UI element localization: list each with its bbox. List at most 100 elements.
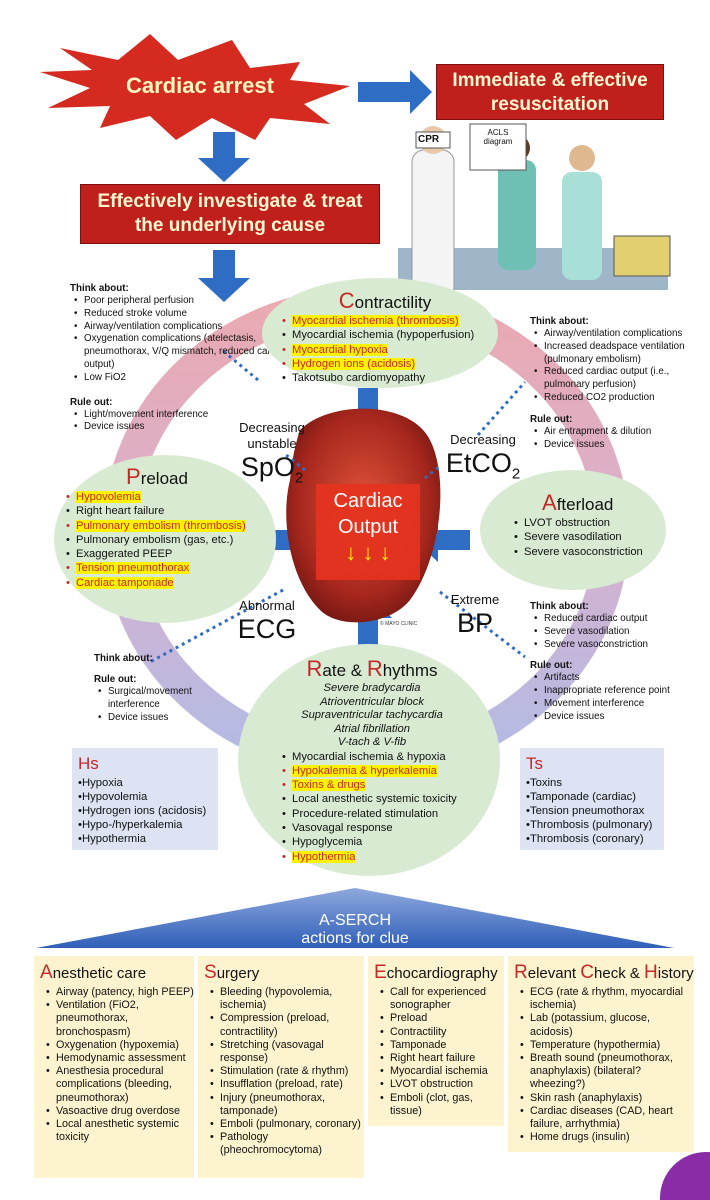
right-lower-list: Reduced cardiac outputSevere vasodilatio…	[530, 613, 708, 651]
cardiac-arrest-title: Cardiac arrest	[126, 73, 274, 98]
list-item: Movement interference	[534, 698, 708, 711]
list-item: Atrial fibrillation	[334, 722, 410, 735]
list-item: Severe vasoconstriction	[514, 545, 670, 560]
mayo-credit: © MAYO CLINIC	[380, 621, 418, 627]
left-ruleout-list: Light/movement interferenceDevice issues	[70, 409, 290, 435]
list-item: Myocardial ischemia (thrombosis)	[282, 314, 498, 329]
aserch-title: A-SERCH actions for clue	[255, 912, 455, 948]
list-item: Severe bradycardia	[323, 682, 421, 694]
spo2-small2: unstable	[247, 436, 297, 451]
list-item: Exaggerated PEEP	[66, 547, 278, 562]
column-relevant-check-history: Relevant Check & History ECG (rate & rhy…	[508, 956, 694, 1152]
acls-label: ACLS diagram	[483, 128, 513, 146]
list-item: Severe vasoconstriction	[534, 639, 708, 652]
left-think-block: Think about: Poor peripheral perfusionRe…	[70, 282, 290, 434]
list-item: Skin rash (anaphylaxis)	[520, 1092, 694, 1105]
list-item: •Toxins	[526, 777, 562, 789]
investigate-line1: Effectively investigate & treat	[97, 191, 363, 212]
list-item: Reduced stroke volume	[74, 308, 290, 321]
list-item: Reduced CO2 production	[534, 392, 708, 405]
afterload-block: Afterload LVOT obstructionSevere vasodil…	[500, 490, 670, 559]
list-item: •Hypothermia	[78, 833, 146, 845]
list-item: Atrioventricular block	[320, 695, 424, 708]
list-item: Reduced cardiac output (i.e., pulmonary …	[534, 366, 708, 392]
list-item: Right heart failure	[380, 1052, 504, 1065]
list-item: Light/movement interference	[74, 409, 290, 422]
ts-list: •Toxins•Tamponade (cardiac)•Tension pneu…	[520, 776, 664, 846]
cardiac-output-line2: Output	[337, 516, 399, 538]
right-think-title: Think about:	[530, 316, 589, 327]
list-item: ECG (rate & rhythm, myocardial ischemia)	[520, 986, 694, 1012]
arrow-to-resuscitation	[358, 70, 432, 114]
list-item: •Thrombosis (pulmonary)	[526, 819, 653, 831]
cardiac-output-text: Cardiac Output ↓ ↓ ↓	[316, 488, 420, 566]
list-item: Hypothermia	[282, 850, 482, 864]
list-item: Reduced cardiac output	[534, 613, 708, 626]
list-item: Myocardial ischemia (hypoperfusion)	[282, 328, 498, 343]
list-item: Cardiac tamponade	[66, 576, 278, 590]
bp-small: Extreme	[450, 592, 500, 607]
list-item: Injury (pneumothorax, tamponade)	[210, 1092, 364, 1118]
column-anesthetic-heading: Anesthetic care	[40, 962, 147, 983]
list-item: Oxygenation complications (atelectasis, …	[74, 333, 290, 371]
resuscitation-line1: Immediate & effective	[452, 70, 648, 91]
list-item: Hypoglycemia	[282, 835, 482, 850]
column-echocardiography: Echocardiography Call for experienced so…	[368, 956, 504, 1126]
list-item: •Hypo-/hyperkalemia	[78, 819, 183, 831]
bp-label: Extreme BP	[440, 592, 510, 639]
list-item: Preload	[380, 1012, 504, 1025]
etco2-small: Decreasing	[450, 432, 516, 447]
preload-heading: Preload	[126, 464, 188, 489]
list-item: Artifacts	[534, 672, 708, 685]
ecg-small: Abnormal	[239, 598, 295, 613]
spo2-big: SpO2	[240, 452, 304, 487]
left-think-title: Think about:	[70, 283, 129, 294]
column-rch-heading: Relevant Check & History	[514, 962, 694, 983]
ts-title: Ts	[526, 754, 543, 773]
list-item: Local anesthetic systemic toxicity	[282, 792, 482, 807]
resuscitation-box: Immediate & effective resuscitation	[436, 64, 664, 120]
list-item: •Hypovolemia	[78, 791, 148, 803]
list-item: Compression (preload, contractility)	[210, 1012, 364, 1038]
list-item: Supraventricular tachycardia	[301, 709, 443, 721]
left-lower-think-title: Think about:	[94, 653, 153, 664]
cardiac-arrest-burst	[40, 34, 350, 140]
list-item: Surgical/movement interference	[98, 686, 244, 712]
right-lower-think-title: Think about:	[530, 601, 589, 612]
list-item: Contractility	[380, 1026, 504, 1039]
arrow-to-investigate	[198, 132, 250, 182]
list-item: Increased deadspace ventilation (pulmona…	[534, 341, 708, 367]
left-lower-ruleout-title: Rule out:	[94, 674, 137, 685]
spo2-small1: Decreasing	[239, 420, 305, 435]
column-rch-list: ECG (rate & rhythm, myocardial ischemia)…	[508, 986, 694, 1145]
list-item: Myocardial ischemia	[380, 1065, 504, 1078]
rate-list: Myocardial ischemia & hypoxiaHypokalemia…	[262, 750, 482, 865]
right-lower-block: Think about: Reduced cardiac outputSever…	[530, 600, 708, 724]
list-item: Severe vasodilation	[514, 530, 670, 545]
list-item: Severe vasodilation	[534, 626, 708, 639]
list-item: Air entrapment & dilution	[534, 426, 708, 439]
list-item: •Thrombosis (coronary)	[526, 833, 644, 845]
list-item: Emboli (clot, gas, tissue)	[380, 1092, 504, 1118]
corner-badge	[660, 1152, 710, 1200]
list-item: Poor peripheral perfusion	[74, 295, 290, 308]
cardiac-output-line1: Cardiac	[333, 490, 403, 512]
list-item: Device issues	[534, 439, 708, 452]
list-item: Cardiac diseases (CAD, heart failure, ar…	[520, 1105, 694, 1131]
list-item: Insufflation (preload, rate)	[210, 1078, 364, 1091]
left-lower-block: Think about: Rule out: Surgical/movement…	[94, 652, 244, 724]
list-item: Hypokalemia & hyperkalemia	[282, 764, 482, 778]
hs-list: •Hypoxia•Hypovolemia•Hydrogen ions (acid…	[72, 776, 218, 846]
aserch-line1: A-SERCH	[318, 912, 391, 929]
right-think-list: Airway/ventilation complicationsIncrease…	[530, 328, 708, 405]
column-surgery: Surgery Bleeding (hypovolemia, ischemia)…	[198, 956, 364, 1178]
left-ruleout-title: Rule out:	[70, 396, 113, 408]
hs-box: Hs •Hypoxia•Hypovolemia•Hydrogen ions (a…	[72, 748, 218, 850]
list-item: Vasovagal response	[282, 821, 482, 836]
list-item: Emboli (pulmonary, coronary)	[210, 1118, 364, 1131]
afterload-heading: Afterload	[542, 490, 614, 515]
list-item: •Tamponade (cardiac)	[526, 791, 637, 803]
list-item: Anesthesia procedural complications (ble…	[46, 1065, 194, 1105]
column-surgery-list: Bleeding (hypovolemia, ischemia)Compress…	[198, 986, 364, 1158]
etco2-big: EtCO2	[445, 448, 521, 483]
